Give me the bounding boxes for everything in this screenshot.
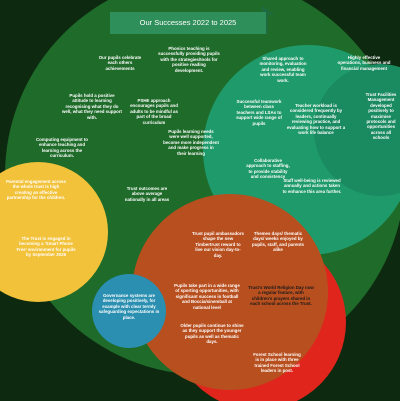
teal-edge-circle <box>314 64 400 196</box>
yellow-circle <box>0 162 108 302</box>
statement-shared-approach: Shared approach to monitoring, evaluatio… <box>259 56 307 83</box>
statement-pshe: PSHE approach encourages pupils and adul… <box>130 98 178 125</box>
statement-religion: Trust's World Religion Day now a regular… <box>248 285 314 307</box>
statement-governance: Governance systems are developing positi… <box>98 293 160 320</box>
statement-forest-school: Forest School learning is in place with … <box>253 352 301 374</box>
statement-ambassadors: Trust pupil ambassadors shape the new Ti… <box>192 231 244 258</box>
page-title-banner: Our Successes 2022 to 2025 <box>110 12 268 34</box>
statement-celebrate: Our pupils celebrate each others achieve… <box>98 55 142 71</box>
statement-computing: Computing equipment to enhance teaching … <box>36 137 88 159</box>
statement-themes: Themes days/ thematic days/ weeks enjoye… <box>252 231 304 253</box>
statement-ops: Highly effective operations, business an… <box>337 55 391 71</box>
banner-ribbon-tail <box>262 5 274 15</box>
statement-learning-needs: Pupils learning needs were well supporte… <box>163 129 219 156</box>
statement-workload: Teacher workload is considered frequentl… <box>286 103 346 136</box>
statement-collaborative: Collaborative approach to staffing, to p… <box>246 158 290 180</box>
statement-wellbeing: Staff well-being is reviewed annually an… <box>282 178 342 194</box>
blue-circle <box>92 274 166 348</box>
statement-teamwork: Successful teamwork between class teache… <box>236 99 282 126</box>
orange-circle <box>132 194 328 390</box>
statement-older-pupils: Older pupils continue to shine as they s… <box>180 323 244 345</box>
statement-phonics: Phonics teaching is successfully providi… <box>158 46 220 73</box>
statement-smart-phone: The Trust is engaged in becoming a 'Smar… <box>16 236 76 258</box>
statement-trust-facilities: Trust Facilities Management developed po… <box>365 92 397 141</box>
statement-outcomes: Trust outcomes are above average nationa… <box>124 186 170 202</box>
statement-positive-attitude: Pupils hold a positive attitude to learn… <box>62 93 123 120</box>
statement-parental: Parental engagement across the whole tru… <box>6 179 66 201</box>
statement-sporting: Pupils take part in a wide range of spor… <box>174 283 240 310</box>
